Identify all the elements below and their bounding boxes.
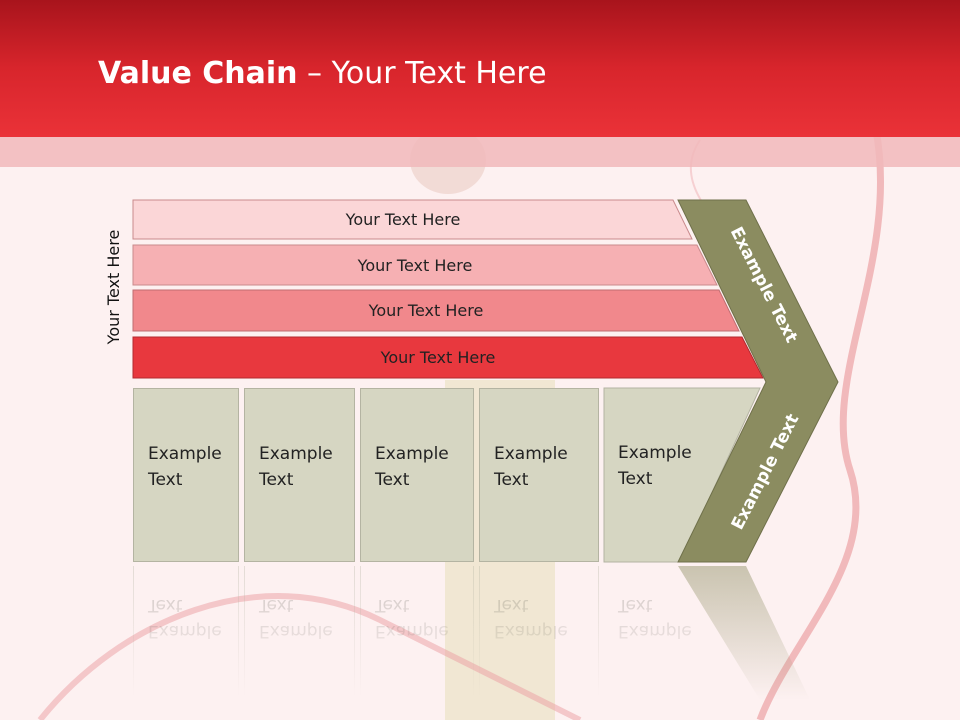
row-1: Your Text Here <box>133 200 693 239</box>
box-5-text: Example Text <box>618 443 692 489</box>
row-3: Your Text Here <box>133 290 739 331</box>
chevron-reflection <box>678 566 810 700</box>
box-1-text: Example Text <box>148 444 222 490</box>
row-1-label: Your Text Here <box>345 210 461 229</box>
ribbon-right <box>756 129 885 720</box>
ribbon-left <box>37 593 582 720</box>
title-bar <box>0 0 960 137</box>
chevron-shape <box>677 199 839 563</box>
box-4-reflection: Example Text <box>479 566 599 696</box>
title-bar-band <box>0 137 960 167</box>
title-bold: Value Chain <box>98 56 298 91</box>
title-rest: – Your Text Here <box>297 56 547 91</box>
row-shape-1 <box>132 199 693 240</box>
box-2: Example Text <box>244 388 355 562</box>
box-5-reflection: Example Text <box>618 595 692 641</box>
box-4: Example Text <box>479 388 599 562</box>
row-2: Your Text Here <box>133 245 717 285</box>
row-shape-3 <box>132 289 740 332</box>
row-4-label: Your Text Here <box>380 348 496 367</box>
box-3-reflection: Example Text <box>360 566 474 696</box>
box-3: Example Text <box>360 388 474 562</box>
page-title: Value Chain – Your Text Here <box>98 56 547 92</box>
box-3-text: Example Text <box>375 444 449 490</box>
box-1-reflection: Example Text <box>133 566 239 696</box>
row-shape-2 <box>132 244 718 286</box>
box-1: Example Text <box>133 388 239 562</box>
box-4-text: Example Text <box>494 444 568 490</box>
row-4: Your Text Here <box>133 337 763 378</box>
row-shape-4 <box>132 336 764 379</box>
row-3-label: Your Text Here <box>368 301 484 320</box>
box-2-reflection: Example Text <box>244 566 355 696</box>
row-2-label: Your Text Here <box>357 255 473 275</box>
box-2-text: Example Text <box>259 444 333 490</box>
box-5: Example Text <box>604 388 714 562</box>
